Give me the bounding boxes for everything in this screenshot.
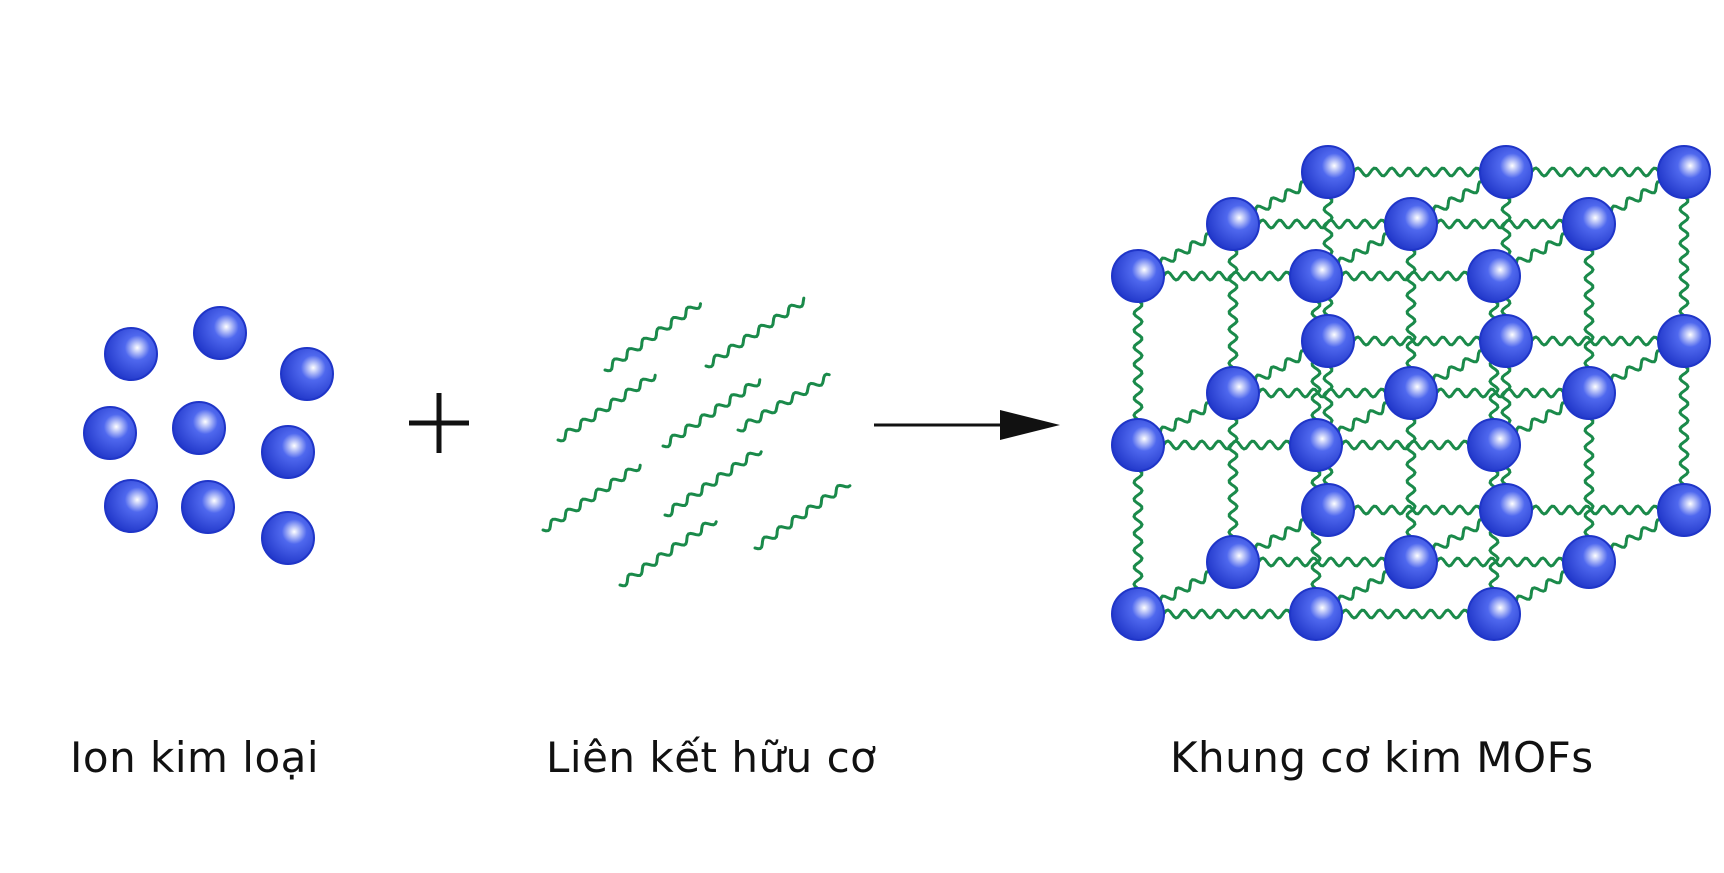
mof-linker (1504, 335, 1686, 347)
mof-linker (1678, 170, 1690, 343)
mof-metal-node (1467, 249, 1521, 303)
organic-linker (663, 450, 763, 518)
mof-linker (1678, 339, 1690, 512)
mof-linker (1231, 387, 1413, 399)
mof-metal-node (1479, 145, 1533, 199)
mof-linker (1504, 504, 1686, 516)
mof-metal-node (1206, 197, 1260, 251)
metal-ions-label: Ion kim loại (70, 733, 320, 782)
loose-organic-linkers (541, 296, 852, 588)
organic-linker (541, 463, 642, 533)
mof-metal-node (1657, 145, 1711, 199)
mof-metal-node (1479, 314, 1533, 368)
mof-metal-node (1479, 483, 1533, 537)
mof-metal-node (1562, 535, 1616, 589)
mof-linker (1409, 556, 1591, 568)
mof-linker (1227, 391, 1239, 564)
metal-ion-sphere (280, 347, 334, 401)
mof-metal-node (1111, 249, 1165, 303)
metal-ion-sphere (83, 406, 137, 460)
mof-metal-node (1657, 314, 1711, 368)
mof-metal-node (1562, 197, 1616, 251)
mof-metal-node (1289, 249, 1343, 303)
mof-linker (1409, 387, 1591, 399)
mof-linker (1136, 439, 1318, 451)
mof-linker (1326, 166, 1508, 178)
mof-metal-node (1384, 366, 1438, 420)
organic-linkers-label: Liên kết hữu cơ (546, 733, 877, 782)
plus-sign-icon (409, 393, 469, 453)
mof-metal-node (1111, 587, 1165, 641)
mof-metal-node (1657, 483, 1711, 537)
metal-ion-sphere (261, 511, 315, 565)
loose-metal-ions (83, 306, 334, 565)
mof-framework-nodes (1111, 145, 1711, 641)
mof-metal-node (1289, 587, 1343, 641)
mof-metal-node (1289, 418, 1343, 472)
mof-metal-node (1301, 145, 1355, 199)
metal-ion-sphere (104, 327, 158, 381)
mof-metal-node (1467, 418, 1521, 472)
mof-linker (1504, 166, 1686, 178)
metal-ion-sphere (193, 306, 247, 360)
mof-linker (1314, 270, 1496, 282)
organic-linker (556, 373, 657, 443)
mof-linker (1136, 270, 1318, 282)
mof-linker (1227, 222, 1239, 395)
mof-linker (1405, 391, 1417, 564)
mof-linker (1136, 608, 1318, 620)
mof-linker (1314, 608, 1496, 620)
mof-metal-node (1467, 587, 1521, 641)
metal-ion-sphere (181, 480, 235, 534)
mof-metal-node (1384, 197, 1438, 251)
mof-linker (1132, 443, 1144, 616)
mof-metal-node (1384, 535, 1438, 589)
mof-linker (1132, 274, 1144, 447)
mof-linker (1326, 335, 1508, 347)
mof-metal-node (1562, 366, 1616, 420)
organic-linker (661, 378, 762, 449)
mof-metal-node (1111, 418, 1165, 472)
mof-metal-node (1301, 314, 1355, 368)
mof-linker (1231, 218, 1413, 230)
organic-linker (603, 302, 702, 373)
metal-ion-sphere (261, 425, 315, 479)
organic-linker (753, 483, 852, 551)
organic-linker (618, 520, 718, 588)
mof-metal-node (1301, 483, 1355, 537)
mof-linker (1409, 218, 1591, 230)
reaction-arrow-icon (874, 410, 1060, 440)
organic-linker (704, 296, 806, 369)
mof-linker (1231, 556, 1413, 568)
mof-linker (1583, 391, 1595, 564)
metal-ion-sphere (172, 401, 226, 455)
mof-linker (1314, 439, 1496, 451)
mof-linker (1583, 222, 1595, 395)
metal-ion-sphere (104, 479, 158, 533)
mof-metal-node (1206, 535, 1260, 589)
mof-linker (1326, 504, 1508, 516)
mof-framework-label: Khung cơ kim MOFs (1170, 733, 1594, 782)
mof-metal-node (1206, 366, 1260, 420)
mof-linker (1405, 222, 1417, 395)
organic-linker (736, 372, 831, 433)
